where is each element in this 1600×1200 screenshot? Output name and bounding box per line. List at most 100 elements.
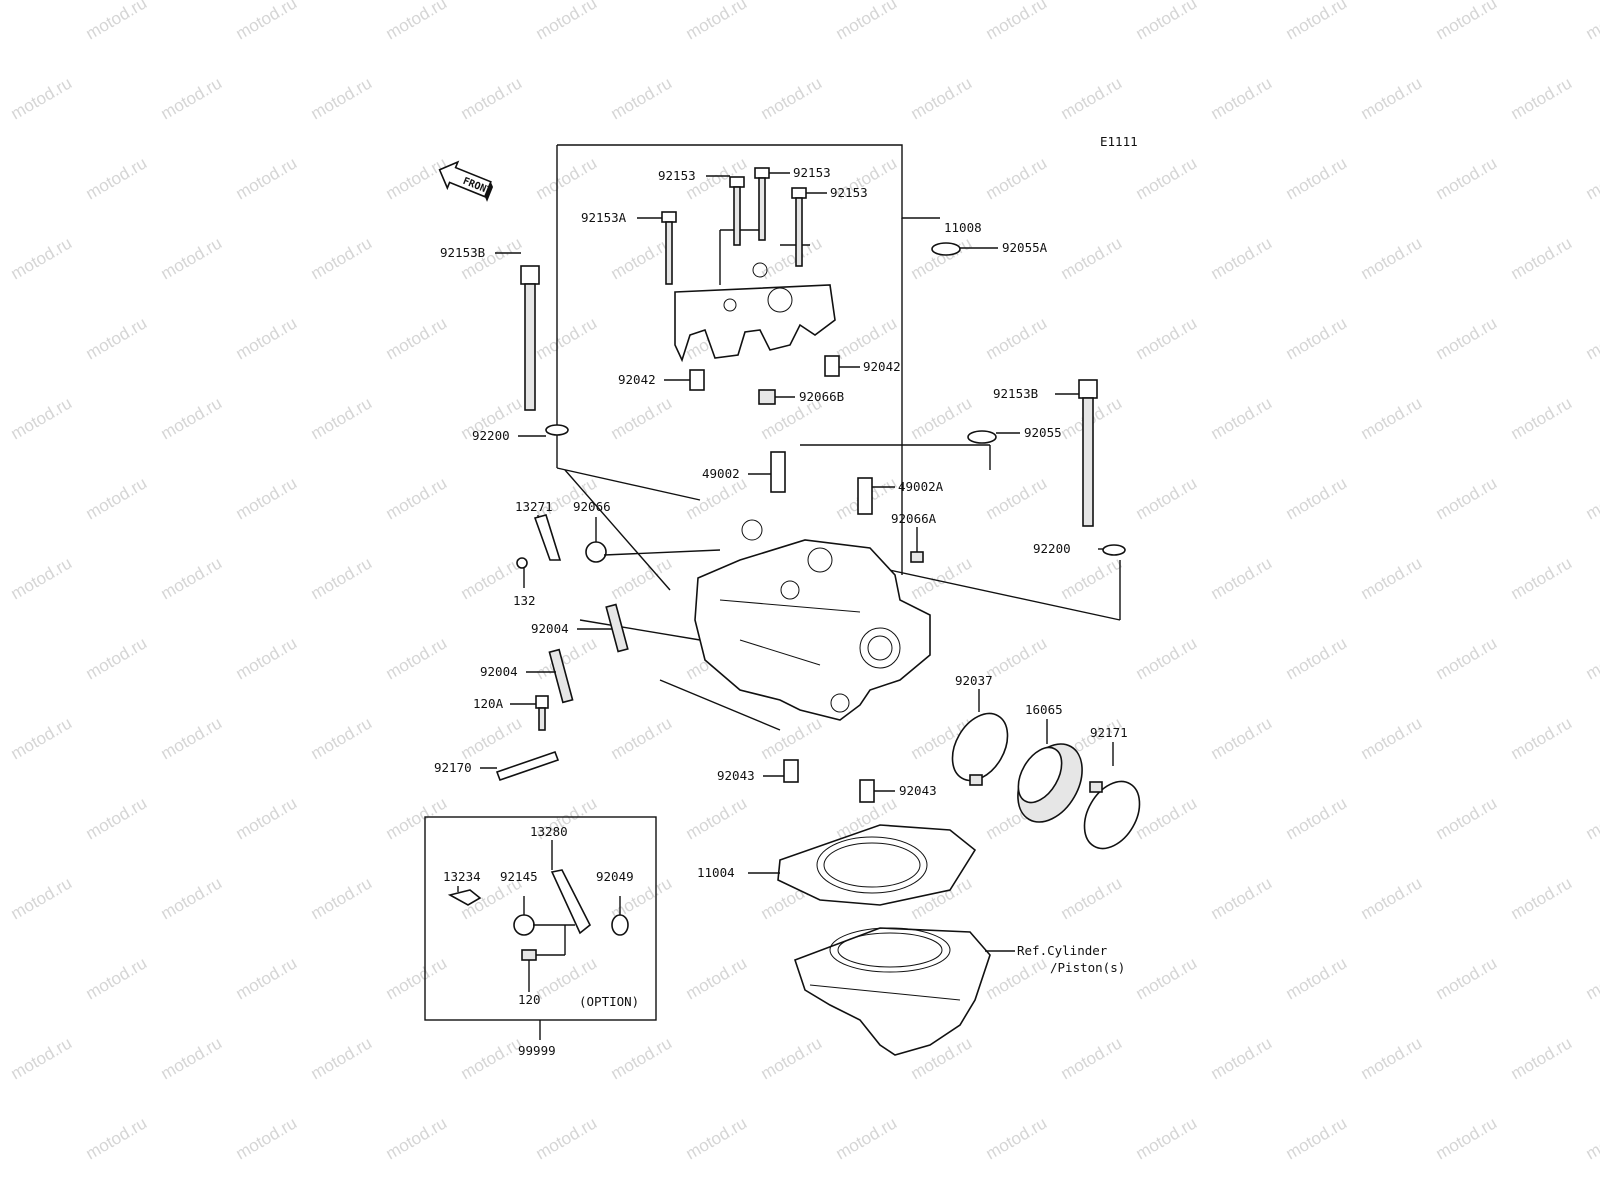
callout-92066A: 92066A xyxy=(891,511,937,526)
watermark-text: motod.ru xyxy=(533,153,601,203)
callout-92153-b: 92153 xyxy=(793,165,831,180)
watermark-text: motod.ru xyxy=(158,393,226,443)
bolt-132 xyxy=(516,557,528,569)
bolt-120A xyxy=(535,695,549,731)
watermark-text: motod.ru xyxy=(383,793,451,843)
watermark-text: motod.ru xyxy=(533,313,601,363)
callout-92170: 92170 xyxy=(434,760,472,775)
watermark-text: motod.ru xyxy=(1583,953,1600,1003)
watermark-text: motod.ru xyxy=(1283,793,1351,843)
camshaft-holder xyxy=(674,229,836,363)
watermark-text: motod.ru xyxy=(8,553,76,603)
callout-92055A: 92055A xyxy=(1002,240,1048,255)
watermark-text: motod.ru xyxy=(608,393,676,443)
watermark-text: motod.ru xyxy=(1358,73,1426,123)
watermark-text: motod.ru xyxy=(1583,633,1600,683)
callout-11004: 11004 xyxy=(697,865,735,880)
watermark-text: motod.ru xyxy=(158,1033,226,1083)
watermark-text: motod.ru xyxy=(983,633,1051,683)
callout-16065: 16065 xyxy=(1025,702,1063,717)
watermark-text: motod.ru xyxy=(308,233,376,283)
watermark-text: motod.ru xyxy=(83,153,151,203)
watermark-text: motod.ru xyxy=(8,1033,76,1083)
watermark-text: motod.ru xyxy=(458,713,526,763)
watermark-text: motod.ru xyxy=(383,953,451,1003)
watermark-text: motod.ru xyxy=(1358,713,1426,763)
watermark-text: motod.ru xyxy=(1433,793,1501,843)
watermark-text: motod.ru xyxy=(8,233,76,283)
watermark-text: motod.ru xyxy=(458,1033,526,1083)
watermark-text: motod.ru xyxy=(1508,393,1576,443)
watermark-text: motod.ru xyxy=(83,1113,151,1163)
watermark-text: motod.ru xyxy=(1133,793,1201,843)
callout-92153B-left: 92153B xyxy=(440,245,485,260)
callout-92037: 92037 xyxy=(955,673,993,688)
watermark-text: motod.ru xyxy=(158,713,226,763)
watermark-text: motod.ru xyxy=(1283,0,1351,43)
head-gasket-11004 xyxy=(777,824,977,906)
callout-92004-lower: 92004 xyxy=(480,664,518,679)
callout-92042-left: 92042 xyxy=(618,372,656,387)
washer-92200-right xyxy=(1102,544,1126,556)
plug-92066B xyxy=(758,389,776,405)
watermark-text: motod.ru xyxy=(1283,153,1351,203)
watermark-text: motod.ru xyxy=(158,233,226,283)
watermark-text: motod.ru xyxy=(8,873,76,923)
watermark-text: motod.ru xyxy=(1358,873,1426,923)
arm-13280 xyxy=(550,869,592,935)
watermark-text: motod.ru xyxy=(1508,233,1576,283)
watermark-text: motod.ru xyxy=(1583,1113,1600,1163)
valve-guide-49002A xyxy=(857,477,873,515)
watermark-text: motod.ru xyxy=(533,1113,601,1163)
callout-92043-right: 92043 xyxy=(899,783,937,798)
watermark-text: motod.ru xyxy=(1133,633,1201,683)
watermark-text: motod.ru xyxy=(683,1113,751,1163)
watermark-text: motod.ru xyxy=(608,713,676,763)
callout-92153-c: 92153 xyxy=(830,185,868,200)
watermark-text: motod.ru xyxy=(1058,553,1126,603)
watermark-text: motod.ru xyxy=(83,473,151,523)
watermark-text: motod.ru xyxy=(1583,473,1600,523)
watermark-text: motod.ru xyxy=(383,1113,451,1163)
o-ring-92055 xyxy=(967,430,997,444)
bolt-92153B-left xyxy=(520,265,540,411)
watermark-text: motod.ru xyxy=(308,1033,376,1083)
watermark-text: motod.ru xyxy=(83,793,151,843)
watermark-text: motod.ru xyxy=(983,0,1051,43)
lever-13234 xyxy=(447,889,482,906)
watermark-text: motod.ru xyxy=(233,153,301,203)
watermark-text: motod.ru xyxy=(908,233,976,283)
dowel-92042-left xyxy=(689,369,705,391)
diagram-code: E1111 xyxy=(1100,134,1138,149)
watermark-text: motod.ru xyxy=(983,1113,1051,1163)
watermark-text: motod.ru xyxy=(533,0,601,43)
seal-92049 xyxy=(611,914,629,936)
watermark-text: motod.ru xyxy=(758,713,826,763)
watermark-text: motod.ru xyxy=(1133,473,1201,523)
watermark-text: motod.ru xyxy=(1133,953,1201,1003)
ref-cylinder-label-line2: /Piston(s) xyxy=(1050,960,1125,975)
watermark-text: motod.ru xyxy=(83,633,151,683)
watermark-text: motod.ru xyxy=(233,0,301,43)
watermark-text: motod.ru xyxy=(308,393,376,443)
watermark-text: motod.ru xyxy=(983,953,1051,1003)
watermark-text: motod.ru xyxy=(383,633,451,683)
watermark-text: motod.ru xyxy=(1133,0,1201,43)
callout-92066B: 92066B xyxy=(799,389,844,404)
callout-92049: 92049 xyxy=(596,869,634,884)
watermark-text: motod.ru xyxy=(308,873,376,923)
front-arrow-icon: FRONT xyxy=(438,160,493,202)
intake-holder-16065 xyxy=(1017,743,1083,823)
watermark-text: motod.ru xyxy=(983,153,1051,203)
watermark-text: motod.ru xyxy=(908,393,976,443)
watermark-text: motod.ru xyxy=(308,713,376,763)
ref-cylinder-label-line1: Ref.Cylinder xyxy=(1017,943,1108,958)
dowel-92043-left xyxy=(783,759,799,783)
watermark-text: motod.ru xyxy=(1058,233,1126,283)
callout-49002: 49002 xyxy=(702,466,740,481)
watermark-text: motod.ru xyxy=(383,313,451,363)
watermark-text: motod.ru xyxy=(758,1033,826,1083)
cylinder-head xyxy=(694,519,931,721)
watermark-text: motod.ru xyxy=(83,953,151,1003)
